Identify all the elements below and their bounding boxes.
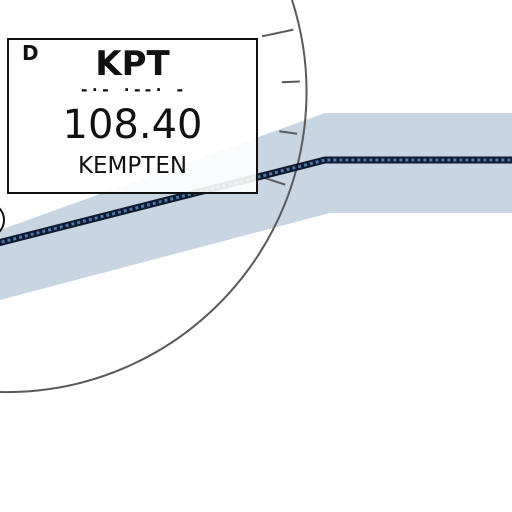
compass-tick (281, 80, 300, 84)
compass-tick (279, 130, 298, 135)
navaid-info-box: D KPT -·- ·--· - 108.40 KEMPTEN (7, 38, 258, 194)
compass-tick (261, 28, 294, 38)
vor-dme-symbol-icon (0, 207, 5, 233)
navaid-type-code: D (22, 41, 39, 65)
airway-route-line (0, 156, 512, 247)
navaid-ident: KPT (95, 44, 170, 84)
compass-rose-icon (0, 0, 308, 394)
navaid-morse-code: -·- ·--· - (79, 80, 186, 99)
navaid-frequency: 108.40 (62, 102, 203, 148)
navaid-name: KEMPTEN (77, 153, 188, 179)
